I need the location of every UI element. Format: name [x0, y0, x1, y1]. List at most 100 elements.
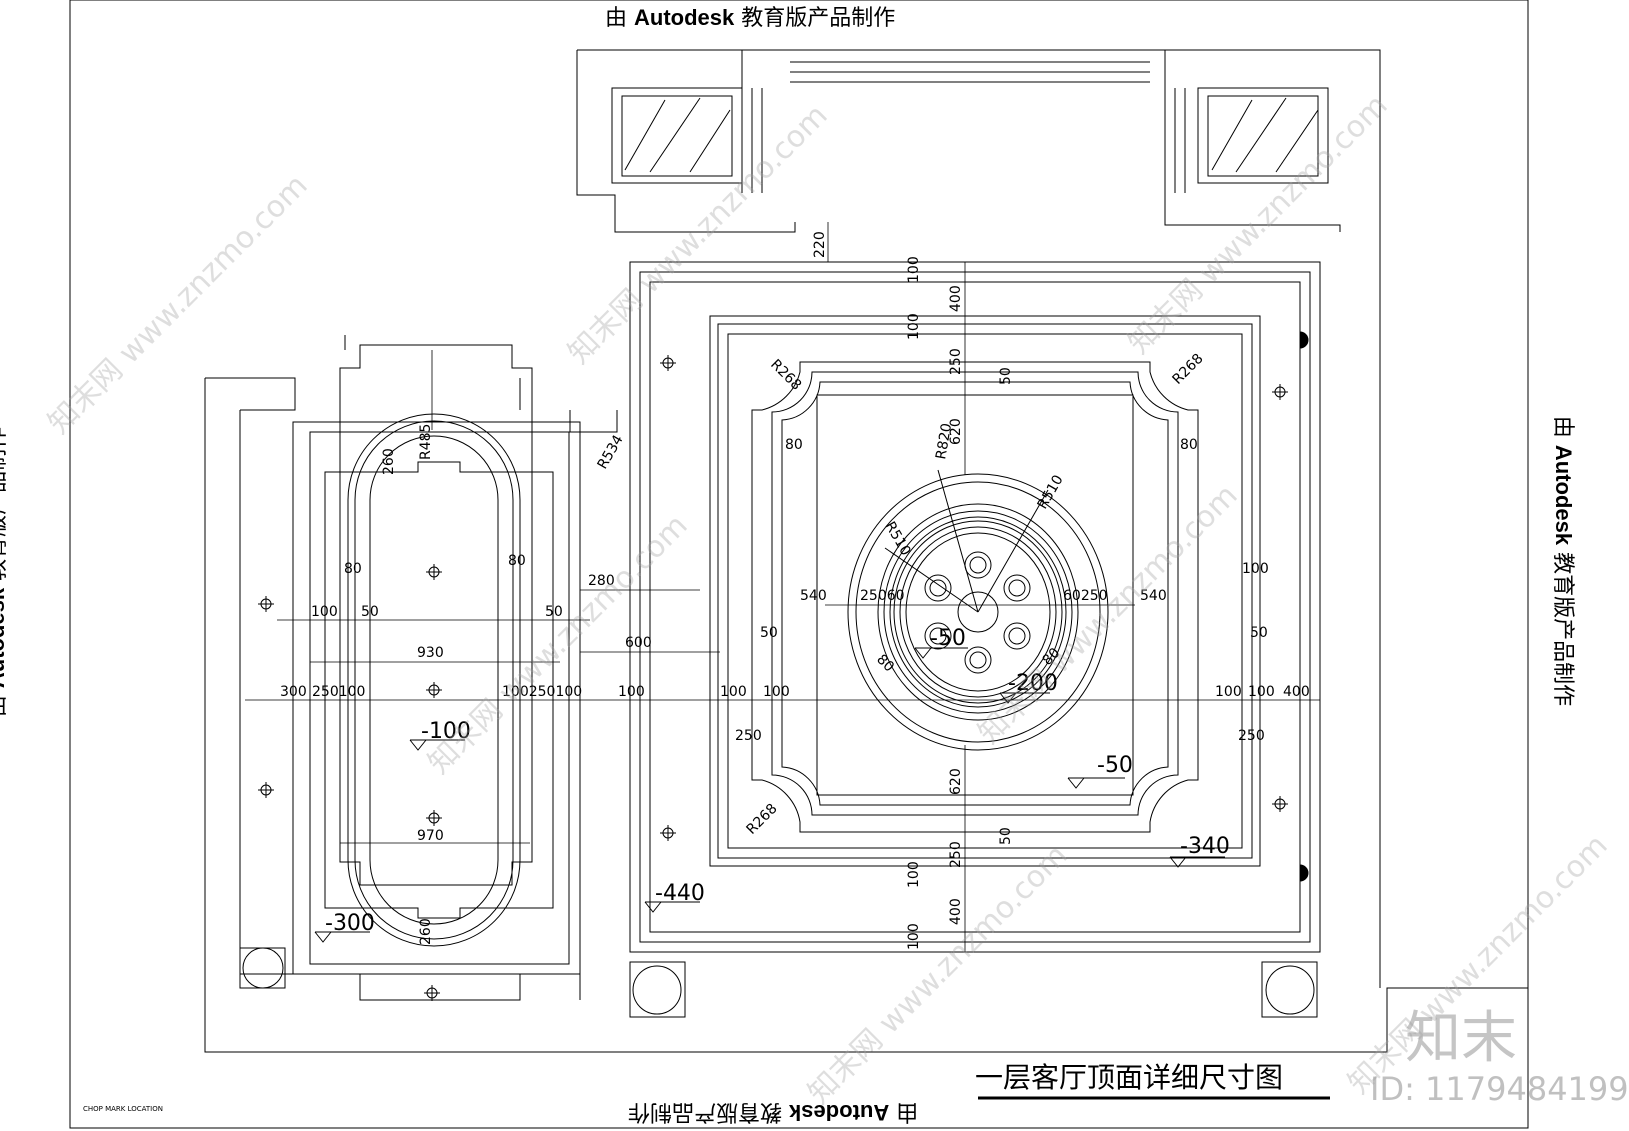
living-frame-4 — [709, 315, 1261, 867]
dim-100-top: 100 — [906, 256, 922, 283]
door-marker-2 — [1299, 864, 1309, 882]
dim-100-l2: 100 — [763, 684, 790, 700]
dim-250-bottom: 250 — [948, 841, 964, 868]
dim-400-top: 400 — [948, 285, 964, 312]
stamp-prefix: 由 — [605, 6, 628, 31]
dim-80-lr-2: 80 — [508, 553, 526, 569]
stamp-brand: Autodesk — [634, 5, 735, 30]
corner-column-2 — [632, 965, 682, 1015]
dim-540-right: 540 — [1140, 588, 1167, 604]
left-room-inner-frame — [324, 461, 554, 919]
dim-600: 600 — [625, 635, 652, 651]
dim-970: 970 — [417, 828, 444, 844]
dim-250-left: 250 — [735, 728, 762, 744]
sheet-border — [69, 0, 1529, 1129]
door-marker-1 — [1299, 331, 1309, 349]
dim-100-bottom-2: 100 — [906, 923, 922, 950]
corner-column-box-1 — [239, 947, 286, 989]
dim-300: 300 — [280, 684, 307, 700]
living-frame-1 — [629, 261, 1321, 953]
dim-r820: R820 — [933, 422, 955, 461]
dim-260-top: 260 — [381, 448, 397, 475]
dim-100-right: 100 — [1242, 561, 1269, 577]
left-room-frame-2 — [309, 431, 570, 965]
dim-220: 220 — [812, 231, 828, 258]
outer-wall — [204, 49, 1528, 1053]
dim-50-bottom: 50 — [998, 827, 1014, 845]
dim-100-250-100: 100250100 — [502, 684, 582, 700]
top-opening — [741, 50, 1166, 88]
top-window-left — [611, 87, 763, 193]
image-id: ID: 1179484199 — [1370, 1070, 1629, 1108]
dim-930: 930 — [417, 645, 444, 661]
level-center-ring: -200 — [1008, 671, 1058, 696]
dim-50-left: 50 — [760, 625, 778, 641]
dim-80-br: 80 — [1040, 645, 1064, 669]
dim-100-top-2: 100 — [906, 313, 922, 340]
dim-80-tl: 80 — [785, 437, 803, 453]
dim-100-r1: 100 — [1215, 684, 1242, 700]
dim-540-left: 540 — [800, 588, 827, 604]
living-frame-6 — [727, 333, 1243, 849]
dim-50-right: 50 — [1250, 625, 1268, 641]
dim-r534: R534 — [595, 432, 627, 472]
left-room-cusped-frame — [339, 335, 533, 886]
living-frame-5 — [717, 323, 1253, 859]
dim-50-top: 50 — [998, 367, 1014, 385]
corner-column-1 — [242, 947, 284, 989]
dim-50-left-room-1: 50 — [361, 604, 379, 620]
living-cusped-frame-3 — [751, 361, 1199, 833]
dimension-lines — [245, 222, 1320, 952]
left-room-stadium-2 — [354, 420, 514, 940]
dim-r268-bl: R268 — [744, 801, 781, 838]
dim-620-top: 620 — [948, 418, 964, 445]
level-markers: -100 -300 -440 -340 -50 -50 -200 — [325, 626, 1230, 936]
living-cusped-frame-2 — [781, 381, 1169, 806]
living-inner-rect — [816, 394, 1134, 796]
dim-260-bottom: 260 — [418, 918, 434, 945]
central-dome — [847, 469, 1109, 751]
corner-column-box-3 — [1261, 961, 1318, 1018]
left-room-frame-1 — [292, 421, 581, 975]
downlights — [258, 355, 1288, 1001]
level-living-right: -340 — [1180, 834, 1230, 859]
chop-mark-location: CHOP MARK LOCATION — [83, 1105, 163, 1113]
top-window-right — [1164, 87, 1329, 193]
left-room-stadium-3 — [347, 413, 521, 947]
drawing-title: 一层客厅顶面详细尺寸图 — [975, 1061, 1284, 1094]
dim-100-r2: 100 — [1248, 684, 1275, 700]
dim-50-left-room-2: 50 — [545, 604, 563, 620]
dim-100-l3: 100 — [618, 684, 645, 700]
corner-column-3 — [1265, 965, 1315, 1015]
dim-60-250: 60250 — [1063, 588, 1108, 604]
dimension-texts: 220 100 400 100 250 50 620 620 50 250 10… — [280, 231, 1310, 950]
dim-r268-tr: R268 — [1170, 351, 1207, 388]
living-cusped-frame-1 — [771, 371, 1179, 816]
dim-250-60: 25060 — [860, 588, 905, 604]
corner-column-box-2 — [629, 961, 686, 1018]
dim-250-100-left: 250100 — [312, 684, 365, 700]
dim-80-lr-1: 80 — [344, 561, 362, 577]
left-room-stadium-1 — [369, 435, 499, 925]
site-logo: 知末 — [1405, 1006, 1517, 1071]
dim-250-top: 250 — [948, 348, 964, 375]
dim-100-l1: 100 — [720, 684, 747, 700]
dim-400-right: 400 — [1283, 684, 1310, 700]
dim-r510-b: R510 — [882, 519, 914, 559]
level-triangles — [314, 647, 1225, 943]
level-center-dome: -50 — [930, 626, 966, 651]
dim-620-bottom: 620 — [948, 768, 964, 795]
stamp-suffix: 教育版产品制作 — [741, 6, 896, 31]
living-frame-2 — [639, 271, 1311, 943]
dim-250-right: 250 — [1238, 728, 1265, 744]
level-living-inner: -50 — [1097, 753, 1133, 778]
dim-r485: R485 — [418, 424, 434, 460]
dim-280: 280 — [588, 573, 615, 589]
dim-400-bottom: 400 — [948, 898, 964, 925]
dim-100-bottom: 100 — [906, 861, 922, 888]
dim-100-left-room: 100 — [311, 604, 338, 620]
living-frame-3 — [649, 281, 1301, 933]
dim-80-tr: 80 — [1180, 437, 1198, 453]
edu-stamp-top: 由 Autodesk 教育版产品制作 — [605, 0, 895, 32]
